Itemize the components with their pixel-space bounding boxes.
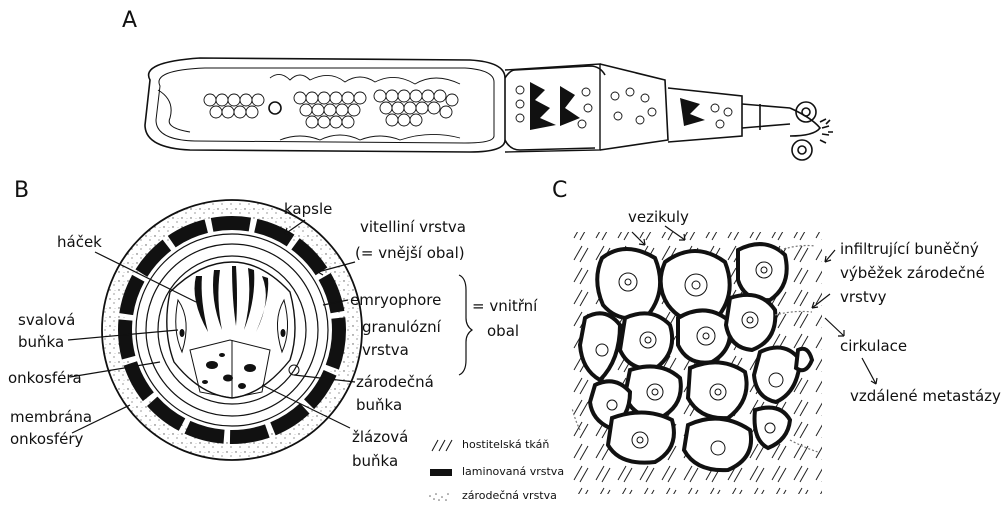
label-gland-cell-1: žlázová bbox=[352, 428, 408, 446]
legend-host-tissue: hostitelská tkáň bbox=[462, 438, 549, 451]
label-infiltrating-3: vrstvy bbox=[840, 288, 887, 306]
legend-swatches bbox=[429, 440, 452, 501]
alveolar-cyst bbox=[572, 232, 822, 494]
label-hook: háček bbox=[57, 233, 102, 251]
legend-laminated-layer: laminovaná vrstva bbox=[462, 465, 564, 478]
laminated-layer-swatch bbox=[430, 469, 452, 476]
label-embryophore: emryophore bbox=[350, 291, 441, 309]
label-muscle-cell-1: svalová bbox=[18, 311, 75, 329]
label-germinal-cell-2: buňka bbox=[356, 396, 402, 414]
mature-organs bbox=[530, 82, 580, 130]
host-tissue-swatch bbox=[432, 440, 452, 451]
egg-cross-section bbox=[102, 200, 362, 460]
label-germinal-cell-1: zárodečná bbox=[356, 373, 434, 391]
adult-tapeworm bbox=[145, 58, 833, 160]
scolex-hooks bbox=[820, 119, 833, 143]
label-membrane-1: membrána bbox=[10, 408, 92, 426]
label-muscle-cell-2: buňka bbox=[18, 333, 64, 351]
panel-label-c: C bbox=[552, 178, 567, 203]
vesicles bbox=[580, 244, 812, 470]
label-circulation: cirkulace bbox=[840, 337, 907, 355]
label-membrane-2: onkosféry bbox=[10, 430, 83, 448]
label-vitelline-layer: vitelliní vrstva bbox=[360, 218, 466, 236]
legend-germinal-layer: zárodečná vrstva bbox=[462, 489, 557, 502]
label-capsule: kapsle bbox=[284, 200, 332, 218]
label-infiltrating-2: výběžek zárodečné bbox=[840, 264, 985, 282]
germinal-layer-swatch bbox=[429, 493, 449, 501]
label-granular-2: vrstva bbox=[362, 341, 409, 359]
gravid-uterus-eggs bbox=[204, 90, 458, 128]
label-vitelline-note: (= vnější obal) bbox=[355, 244, 465, 262]
label-granular-1: granulózní bbox=[362, 318, 441, 336]
label-inner-shell-2: obal bbox=[487, 322, 519, 340]
label-gland-cell-2: buňka bbox=[352, 452, 398, 470]
label-inner-shell-1: = vnitřní bbox=[472, 297, 537, 315]
panel-label-a: A bbox=[122, 8, 137, 33]
label-vesicles: vezikuly bbox=[628, 208, 689, 226]
label-infiltrating-1: infiltrující buněčný bbox=[840, 240, 979, 258]
label-metastases: vzdálené metastázy bbox=[850, 387, 1001, 405]
label-oncosphere: onkosféra bbox=[8, 369, 82, 387]
panel-label-b: B bbox=[14, 178, 29, 203]
